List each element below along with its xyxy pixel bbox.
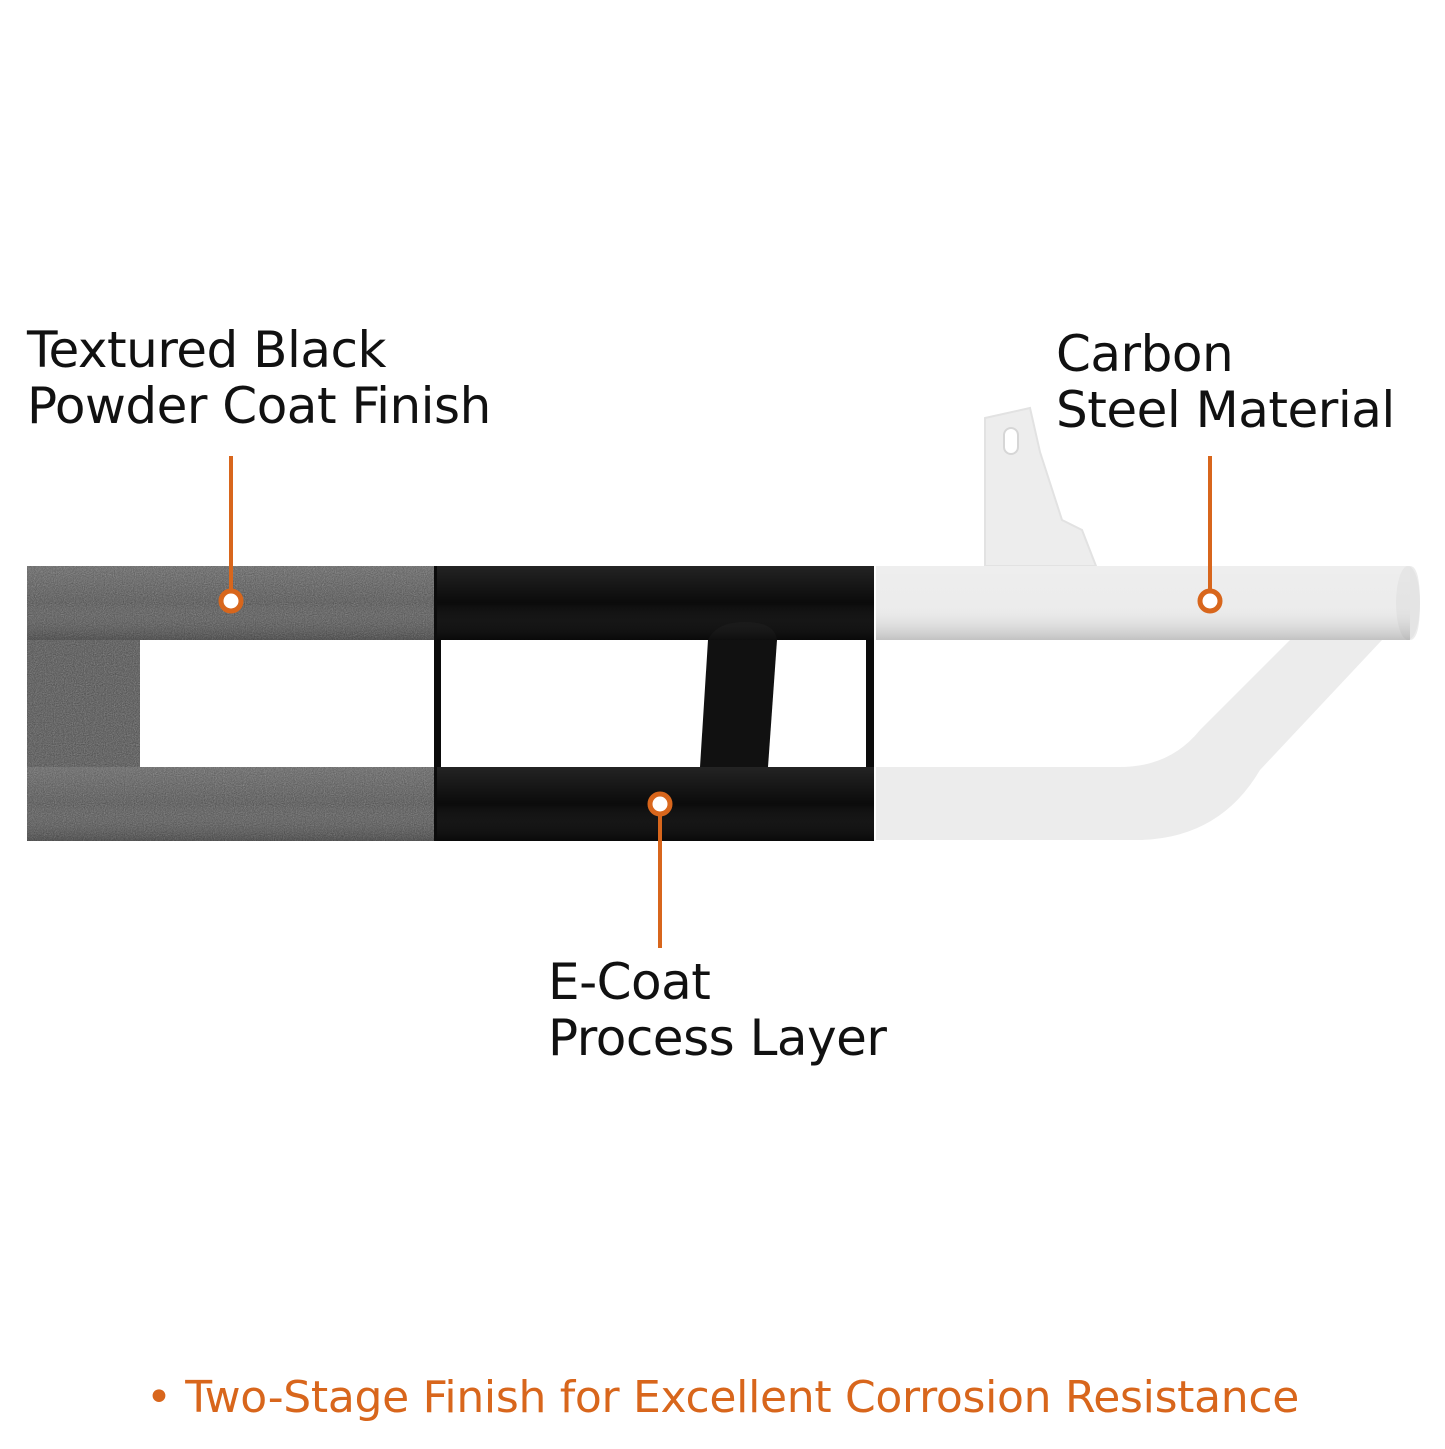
carbon-steel-section — [876, 406, 1420, 840]
carbon-steel-label: Carbon Steel Material — [1056, 326, 1395, 438]
callout-carbon-steel-leader — [1197, 456, 1223, 614]
footer-text: Two-Stage Finish for Excellent Corrosion… — [185, 1372, 1300, 1423]
carbon-steel-label-line1: Carbon — [1056, 325, 1234, 383]
powder-coat-label-line1: Textured Black — [27, 321, 386, 379]
marker-dot — [1197, 588, 1223, 614]
carbon-steel-label-line2: Steel Material — [1056, 381, 1395, 439]
powder-coat-label: Textured Black Powder Coat Finish — [27, 322, 491, 434]
ecoat-label: E-Coat Process Layer — [548, 953, 887, 1067]
marker-dot — [218, 588, 244, 614]
footer-tagline: • Two-Stage Finish for Excellent Corrosi… — [0, 1370, 1445, 1426]
ecoat-label-line2: Process Layer — [548, 1009, 887, 1067]
callout-ecoat-leader — [647, 791, 673, 948]
callout-powder-coat-leader — [218, 456, 244, 614]
powder-coat-section — [27, 566, 437, 841]
footer-bullet: • — [145, 1372, 172, 1423]
ecoat-label-line1: E-Coat — [548, 953, 711, 1011]
powder-coat-label-line2: Powder Coat Finish — [27, 377, 491, 435]
marker-dot — [647, 791, 673, 817]
ecoat-section — [434, 566, 874, 841]
